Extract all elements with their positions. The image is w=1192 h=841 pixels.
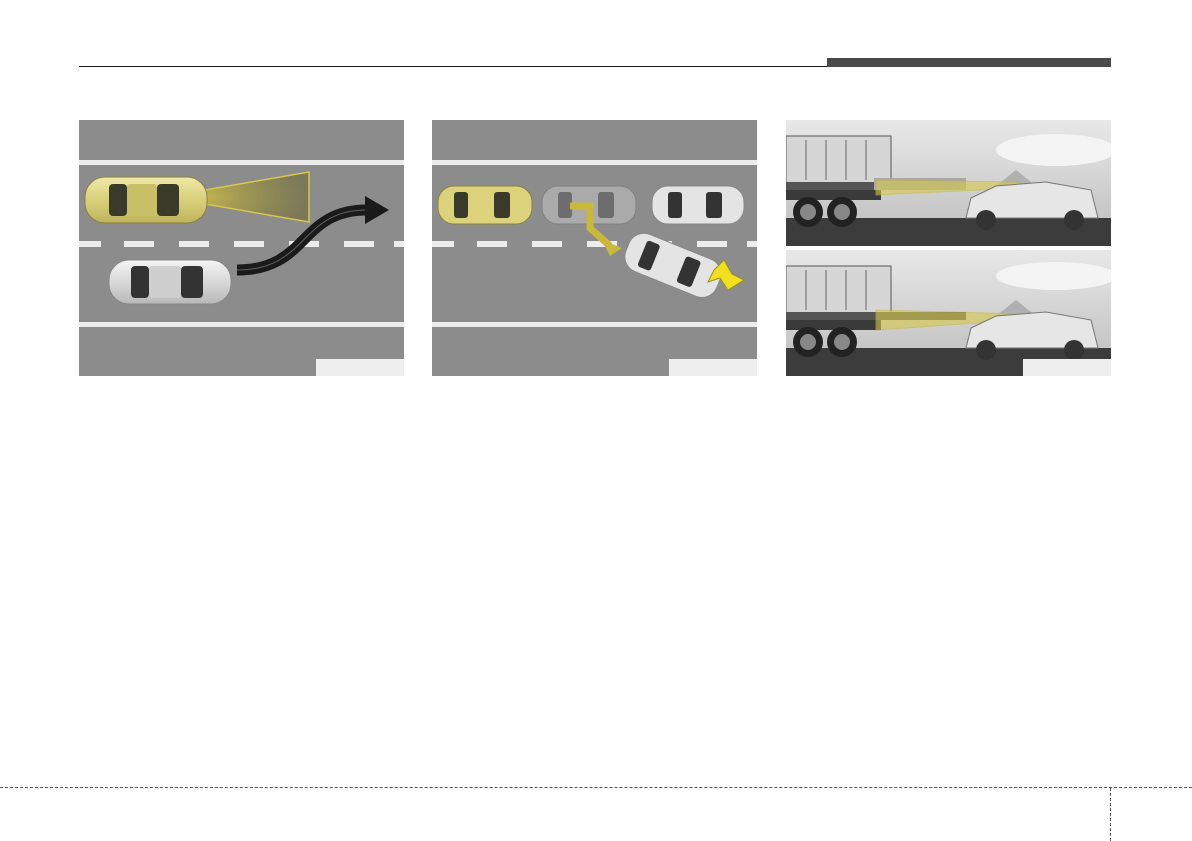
white-car-icon	[109, 260, 231, 304]
figure-label	[669, 359, 757, 376]
figure-lane-leave	[432, 120, 757, 376]
figure-label	[1023, 359, 1111, 376]
yellow-car-icon	[85, 177, 207, 223]
header-section-tab	[827, 58, 1111, 67]
figure-cut-in	[79, 120, 404, 376]
footer-page-divider	[1110, 788, 1111, 841]
figure-label	[316, 359, 404, 376]
footer-rule	[0, 787, 1192, 788]
white-car-icon	[652, 186, 744, 224]
yellow-car-icon	[438, 186, 532, 224]
figure-truck-bottom	[786, 250, 1111, 376]
figure-truck-top	[786, 120, 1111, 246]
